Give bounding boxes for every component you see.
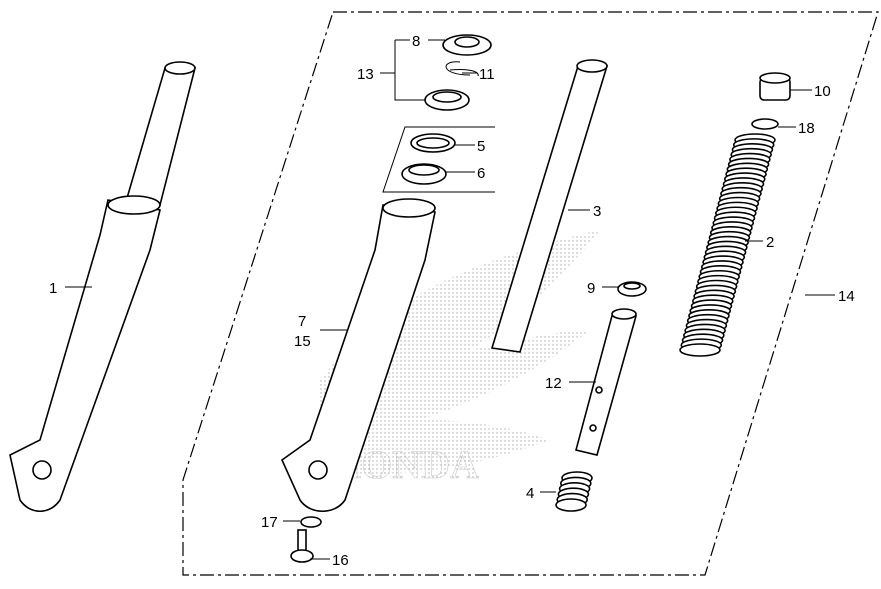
spring-coil bbox=[555, 498, 587, 512]
assembly-boundary bbox=[182, 11, 879, 576]
part-17-sealing-washer[interactable] bbox=[300, 516, 322, 528]
part-13-seal[interactable] bbox=[424, 89, 470, 111]
part-7-bottom-case[interactable] bbox=[281, 198, 436, 513]
callout-11: 11 bbox=[479, 66, 495, 83]
part-9-piston-ring[interactable] bbox=[617, 281, 647, 297]
callout-15: 15 bbox=[294, 333, 311, 350]
part-12-fork-piston[interactable] bbox=[575, 308, 638, 456]
part-4-rebound-spring[interactable] bbox=[555, 471, 593, 512]
spring-coil bbox=[679, 343, 721, 357]
callout-18: 18 bbox=[798, 120, 815, 137]
callout-16: 16 bbox=[332, 552, 349, 569]
part-11-snap-ring[interactable] bbox=[445, 61, 479, 77]
part-3-fork-pipe[interactable] bbox=[490, 59, 609, 353]
callout-7: 7 bbox=[298, 313, 306, 330]
part-1-fork-assembly[interactable] bbox=[9, 61, 197, 513]
callout-3: 3 bbox=[593, 203, 601, 220]
callout-4: 4 bbox=[526, 485, 534, 502]
part-5-dust-seal[interactable] bbox=[410, 133, 456, 153]
callout-labels: 1 2 3 4 5 6 7 8 9 10 11 12 13 14 15 16 1… bbox=[49, 33, 855, 569]
leader-lines bbox=[65, 39, 835, 560]
callout-8: 8 bbox=[412, 33, 420, 50]
callout-12: 12 bbox=[545, 375, 562, 392]
callout-2: 2 bbox=[766, 234, 774, 251]
callout-5: 5 bbox=[477, 138, 485, 155]
part-18-o-ring[interactable] bbox=[751, 118, 779, 130]
callout-9: 9 bbox=[587, 280, 595, 297]
part-16-socket-bolt[interactable] bbox=[290, 529, 314, 563]
part-10-fork-bolt[interactable] bbox=[759, 72, 791, 101]
part-2-fork-spring[interactable] bbox=[679, 133, 776, 357]
part-6-oil-seal[interactable] bbox=[401, 163, 447, 185]
callout-10: 10 bbox=[814, 83, 831, 100]
callout-6: 6 bbox=[477, 165, 485, 182]
part-8-dust-seal-cap[interactable] bbox=[442, 34, 492, 56]
callout-17: 17 bbox=[261, 514, 278, 531]
seal-group-box bbox=[382, 126, 495, 193]
callout-13: 13 bbox=[357, 66, 374, 83]
callout-1: 1 bbox=[49, 280, 57, 297]
callout-14: 14 bbox=[838, 288, 855, 305]
